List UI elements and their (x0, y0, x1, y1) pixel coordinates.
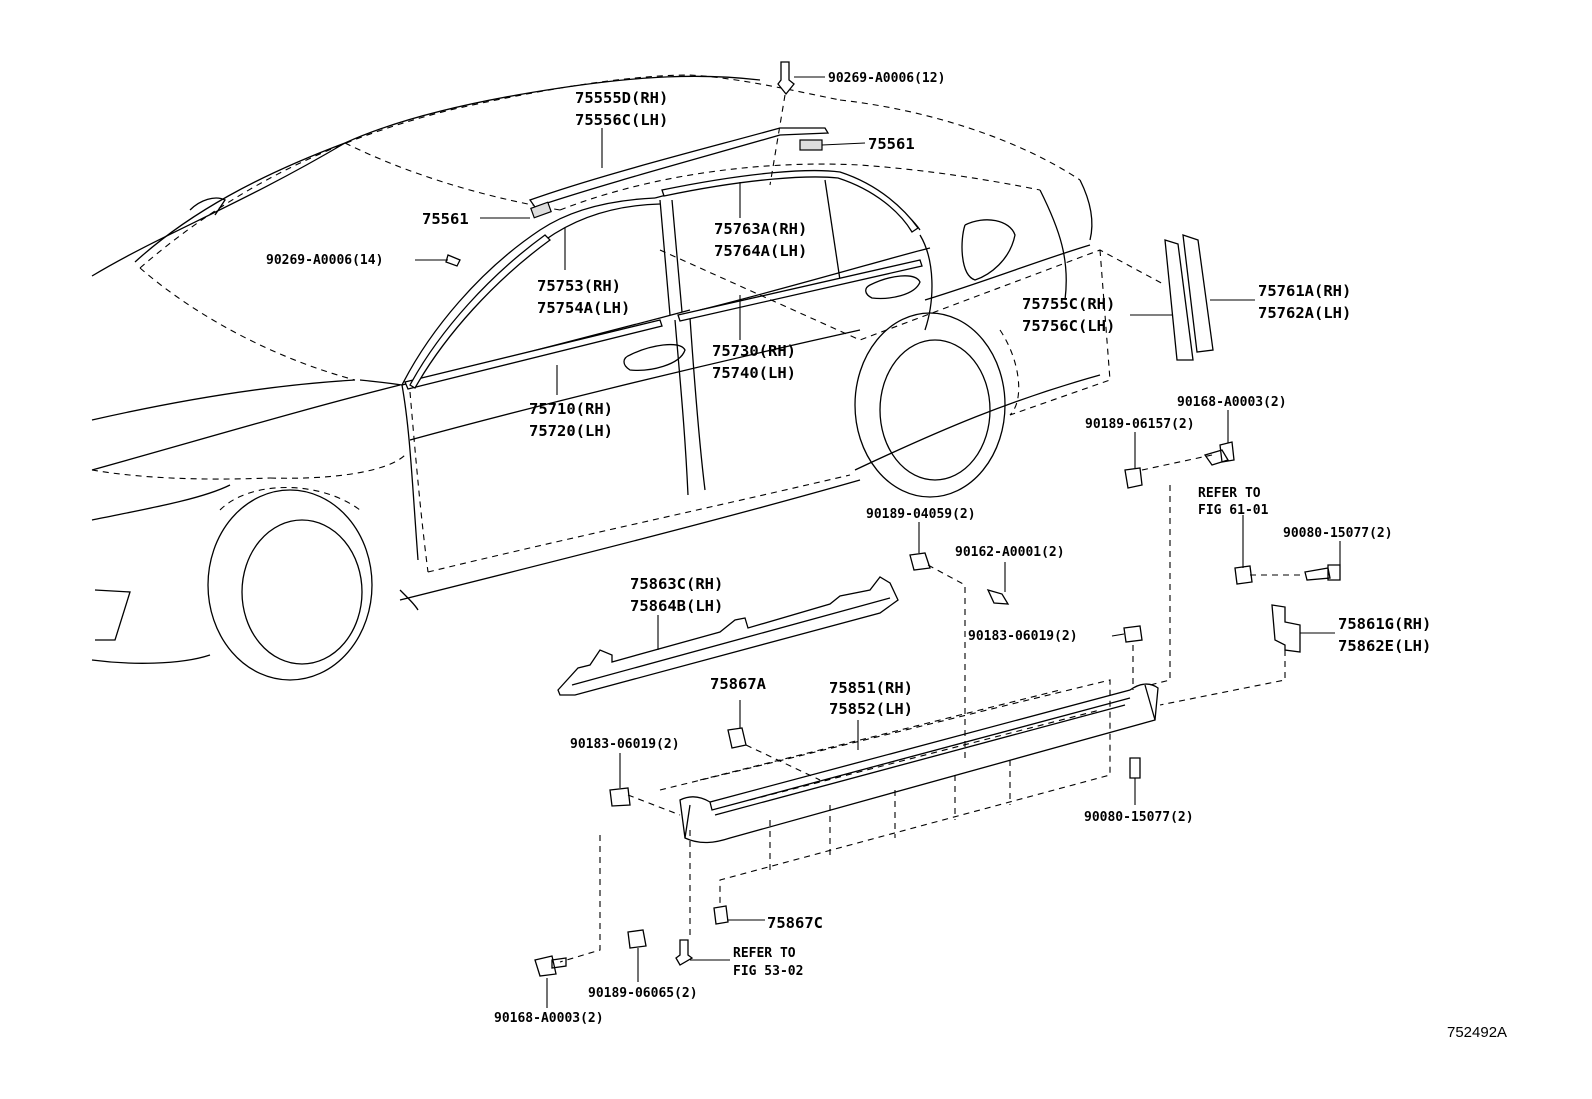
nut-90183-right (1123, 625, 1143, 643)
label-refer-bottom-line1: REFER TO (733, 946, 796, 961)
label-90269-left: 90269-A0006(14) (266, 253, 383, 268)
leader-lines (415, 76, 1341, 1008)
label-90080-bottom: 90080-15077(2) (1084, 810, 1194, 825)
label-75756: 75756C(LH) (1022, 317, 1115, 335)
label-75730: 75730(RH) (712, 342, 796, 360)
label-refer-top-line2: FIG 61-01 (1198, 503, 1269, 518)
label-75863: 75863C(RH) (630, 575, 723, 593)
outer-rocker-75851 (679, 683, 1159, 844)
label-75763: 75763A(RH) (714, 220, 807, 238)
window-frame-molding-75753 (409, 234, 551, 389)
label-90183-left: 90183-06019(2) (570, 737, 680, 752)
nut-90189-06065 (627, 929, 647, 949)
label-90162: 90162-A0001(2) (955, 545, 1065, 560)
label-refer-top-line1: REFER TO (1198, 486, 1261, 501)
clip-90269-left (445, 254, 461, 267)
bolt-refer-fig-53 (675, 939, 694, 966)
label-75740: 75740(LH) (712, 364, 796, 382)
label-75861: 75861G(RH) (1338, 615, 1431, 633)
label-90189-06065: 90189-06065(2) (588, 986, 698, 1001)
clip-75561-left (530, 201, 552, 219)
belt-molding-rear-75730 (677, 259, 923, 322)
window-frame-molding-75763 (661, 169, 919, 233)
label-75754: 75754A(LH) (537, 299, 630, 317)
label-75867C: 75867C (767, 914, 823, 932)
clip-75561-right (799, 139, 823, 151)
part-labels: 90269-A0006(12) 75555D(RH) 75556C(LH) 75… (266, 71, 1507, 1041)
nut-90183-left (609, 787, 631, 807)
label-75720: 75720(LH) (529, 422, 613, 440)
nut-90189-04059 (909, 552, 931, 571)
pillar-garnish (1164, 234, 1214, 361)
label-75851: 75851(RH) (829, 679, 913, 697)
clip-75867C (713, 905, 729, 925)
label-75753: 75753(RH) (537, 277, 621, 295)
clip-90269-top (777, 61, 795, 96)
label-90189-04059: 90189-04059(2) (866, 507, 976, 522)
screw-90080-top (1304, 564, 1341, 581)
nut-90189-06157 (1124, 467, 1143, 489)
label-90168-top: 90168-A0003(2) (1177, 395, 1287, 410)
label-90168-bottom: 90168-A0003(2) (494, 1011, 604, 1026)
label-75561-right: 75561 (868, 135, 915, 153)
label-90183-right: 90183-06019(2) (968, 629, 1078, 644)
label-75864: 75864B(LH) (630, 597, 723, 615)
screw-90162 (986, 588, 1010, 605)
belt-molding-front-75710 (404, 319, 663, 390)
label-75755: 75755C(RH) (1022, 295, 1115, 313)
bolt-90168-top (1203, 441, 1235, 466)
label-75852: 75852(LH) (829, 700, 913, 718)
screw-90080-bottom (1129, 757, 1141, 779)
label-75556: 75556C(LH) (575, 111, 668, 129)
bracket-75861 (1271, 604, 1301, 653)
body-moldings (404, 127, 923, 390)
figure-id: 752492A (1447, 1024, 1507, 1041)
label-75761: 75761A(RH) (1258, 282, 1351, 300)
label-75862: 75862E(LH) (1338, 637, 1431, 655)
label-75867A: 75867A (710, 675, 767, 693)
nut-refer-fig-61 (1234, 565, 1253, 585)
label-90189-06157: 90189-06157(2) (1085, 417, 1195, 432)
label-75561-left: 75561 (422, 210, 469, 228)
fasteners (445, 61, 1341, 977)
bolt-90168-bottom (534, 955, 567, 977)
label-75762: 75762A(LH) (1258, 304, 1351, 322)
car-body-outline (91, 74, 1101, 681)
roof-molding-75555 (528, 127, 830, 208)
clip-75867A (727, 727, 747, 749)
label-75710: 75710(RH) (529, 400, 613, 418)
label-75764: 75764A(LH) (714, 242, 807, 260)
label-90080-top: 90080-15077(2) (1283, 526, 1393, 541)
label-refer-bottom-line2: FIG 53-02 (733, 964, 803, 979)
rocker-assembly (557, 576, 1301, 844)
label-75555: 75555D(RH) (575, 89, 668, 107)
label-90269-top: 90269-A0006(12) (828, 71, 945, 86)
